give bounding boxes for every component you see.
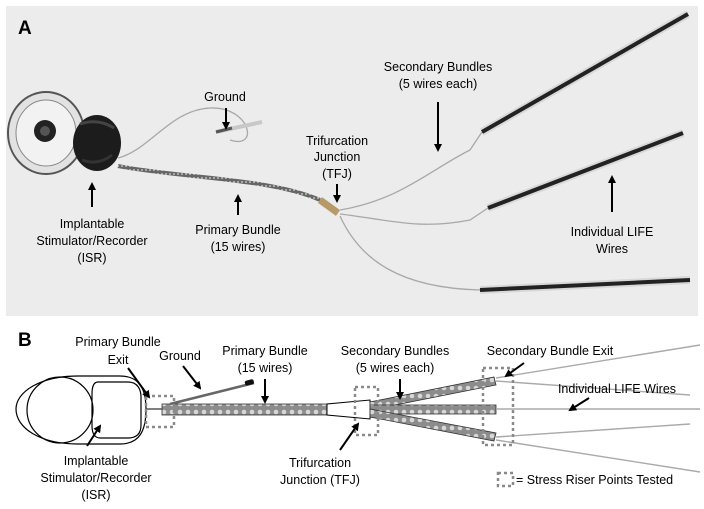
legend-swatch [496, 471, 515, 488]
legend-label: = Stress Riser Points Tested [516, 473, 673, 487]
ground-lead [169, 381, 255, 406]
primary-bundle-label-b-line1: Primary Bundle [222, 344, 307, 358]
panel-a: A Ground Secondary Bundles (5 wires each… [6, 6, 698, 316]
secondary-bundle-exit-label: Secondary Bundle Exit [487, 344, 614, 358]
trifurcation-label-line3: (TFJ) [322, 167, 352, 181]
photo-background [6, 6, 698, 316]
primary-bundle-label-b-line2: (15 wires) [238, 361, 293, 375]
isr-label-b-line1: Implantable [64, 454, 129, 468]
ground-arrow-b [182, 365, 202, 390]
panel-b-letter: B [18, 330, 32, 351]
isr-label-line1: Implantable [60, 217, 125, 231]
life-wires-label-b: Individual LIFE Wires [558, 382, 676, 396]
isr-label-line2: Stimulator/Recorder [36, 234, 147, 248]
primary-bundle-exit-label-line2: Exit [108, 353, 129, 367]
secondary-bundles-label-b-line2: (5 wires each) [356, 361, 435, 375]
stress-riser-boxes [144, 366, 515, 447]
life-wires-label-line1: Individual LIFE [571, 225, 654, 239]
isr-device [7, 91, 121, 175]
primary-bundle-exit-label-line1: Primary Bundle [75, 335, 160, 349]
trifurcation-label-b-line2: Junction (TFJ) [280, 473, 360, 487]
isr-label-b-line2: Stimulator/Recorder [40, 471, 151, 485]
ground-tip [244, 379, 254, 386]
primary-bundle-exit-arrow [127, 367, 151, 399]
panel-b: B [15, 330, 701, 502]
secondary-bundle-exit-arrow [504, 362, 525, 378]
trifurcation-label-line2: Junction [314, 150, 361, 164]
primary-bundle-label-line1: Primary Bundle [195, 223, 280, 237]
life-wires-label-line2: Wires [596, 242, 628, 256]
secondary-bundles-label-line1: Secondary Bundles [384, 60, 492, 74]
ground-label: Ground [204, 90, 246, 104]
isr-arrow-b [86, 424, 102, 447]
secondary-bundles-label-b-line1: Secondary Bundles [341, 344, 449, 358]
life-wires-schematic [495, 344, 701, 473]
isr-label-b-line3: (ISR) [81, 488, 110, 502]
isr-schematic [15, 375, 147, 445]
panel-a-letter: A [18, 18, 32, 39]
trifurcation-label-line1: Trifurcation [306, 134, 368, 148]
primary-bundle-label-line2: (15 wires) [211, 240, 266, 254]
trifurcation-junction-schematic [326, 399, 371, 420]
secondary-bundles-label-line2: (5 wires each) [399, 77, 478, 91]
secondary-bundles-schematic [369, 376, 497, 442]
trifurcation-arrow-b [339, 422, 360, 451]
isr-label-line3: (ISR) [77, 251, 106, 265]
primary-bundle-schematic [161, 403, 328, 416]
life-wires-arrow-b [568, 397, 590, 412]
trifurcation-label-b-line1: Trifurcation [289, 456, 351, 470]
photo-life-wires [479, 10, 691, 294]
photo-wires [117, 107, 489, 291]
ground-label-b: Ground [159, 349, 201, 363]
